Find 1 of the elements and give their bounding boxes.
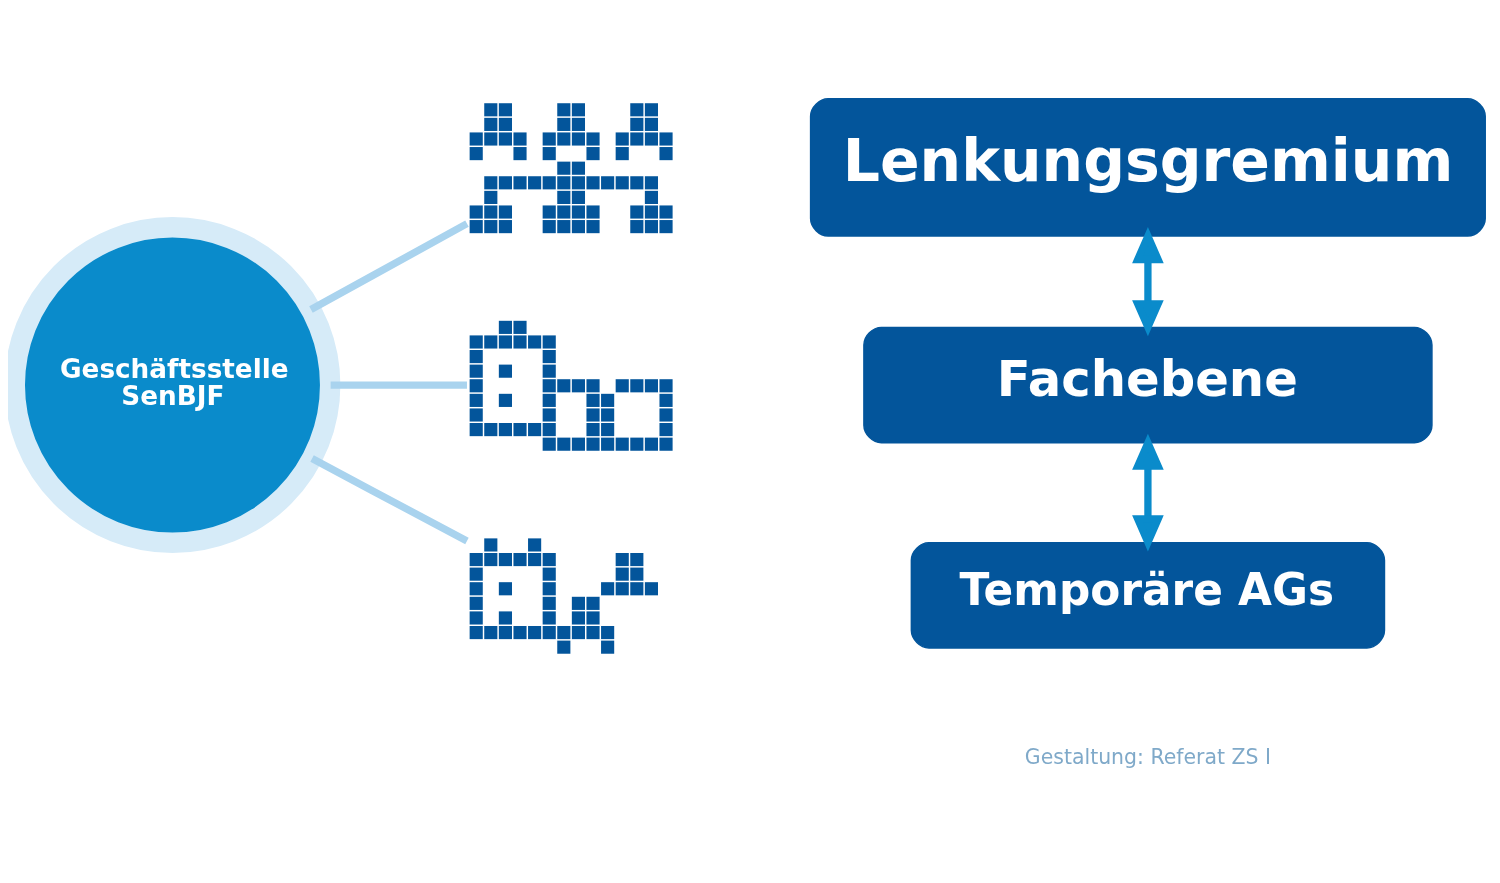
label: Gestaltung: Referat ZS I xyxy=(1024,744,1271,769)
